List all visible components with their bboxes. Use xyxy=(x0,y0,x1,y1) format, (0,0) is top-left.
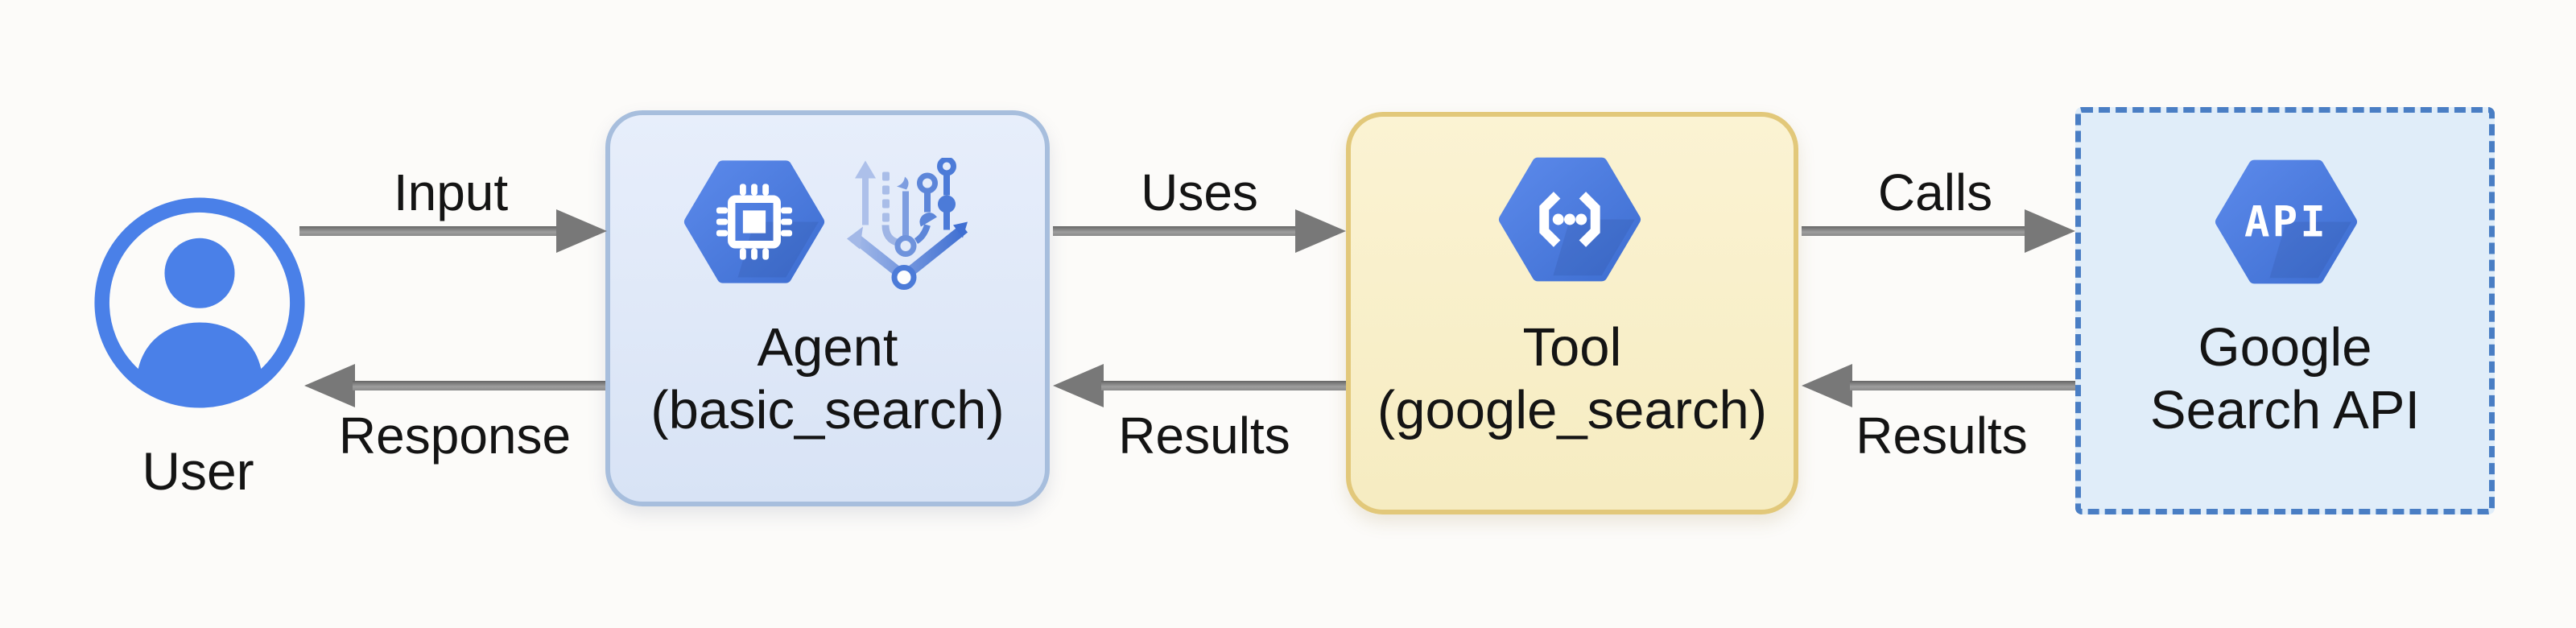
agent-subtitle: (basic_search) xyxy=(650,380,1005,440)
uses-arrow-label: Uses xyxy=(1141,163,1258,221)
uses-arrow-shaft xyxy=(1053,226,1297,236)
account-circle-icon xyxy=(94,197,305,408)
results-tool-agent-arrowhead-icon xyxy=(1053,364,1104,407)
results-tool-agent-arrow-shaft xyxy=(1101,381,1346,390)
input-arrow-label: Input xyxy=(393,163,509,221)
results-api-tool-arrow-shaft xyxy=(1850,381,2075,390)
calls-arrowhead-icon xyxy=(2025,209,2075,253)
branching-circuit-icon xyxy=(847,158,968,290)
google-search-api-subtitle: Search API xyxy=(2149,380,2421,440)
google-search-api-title: Google xyxy=(2198,317,2372,378)
cloud-functions-hexagon-icon xyxy=(1498,157,1641,282)
response-arrow-shaft xyxy=(353,381,605,390)
cpu-chip-hexagon-icon xyxy=(683,160,825,283)
calls-arrow-label: Calls xyxy=(1877,163,1993,221)
input-arrowhead-icon xyxy=(556,209,607,253)
agent-title: Agent xyxy=(757,317,898,378)
api-hexagon-label: API xyxy=(2244,198,2328,247)
tool-title: Tool xyxy=(1522,317,1622,378)
response-arrow-label: Response xyxy=(338,407,572,465)
agent-node-text: Agent (basic_search) xyxy=(605,316,1050,442)
tool-subtitle: (google_search) xyxy=(1377,380,1768,440)
results-api-tool-arrowhead-icon xyxy=(1802,364,1852,407)
agent-node-box xyxy=(605,110,1050,506)
tool-node-text: Tool (google_search) xyxy=(1346,316,1798,442)
google-search-api-node-text: Google Search API xyxy=(2075,316,2495,442)
response-arrowhead-icon xyxy=(304,364,355,407)
input-arrow-shaft xyxy=(299,226,559,236)
api-hexagon-icon: API xyxy=(2215,159,2358,284)
results-api-tool-arrow-label: Results xyxy=(1856,407,2028,465)
calls-arrow-shaft xyxy=(1802,226,2027,236)
results-tool-agent-arrow-label: Results xyxy=(1118,407,1290,465)
uses-arrowhead-icon xyxy=(1295,209,1346,253)
user-label: User xyxy=(142,441,254,501)
